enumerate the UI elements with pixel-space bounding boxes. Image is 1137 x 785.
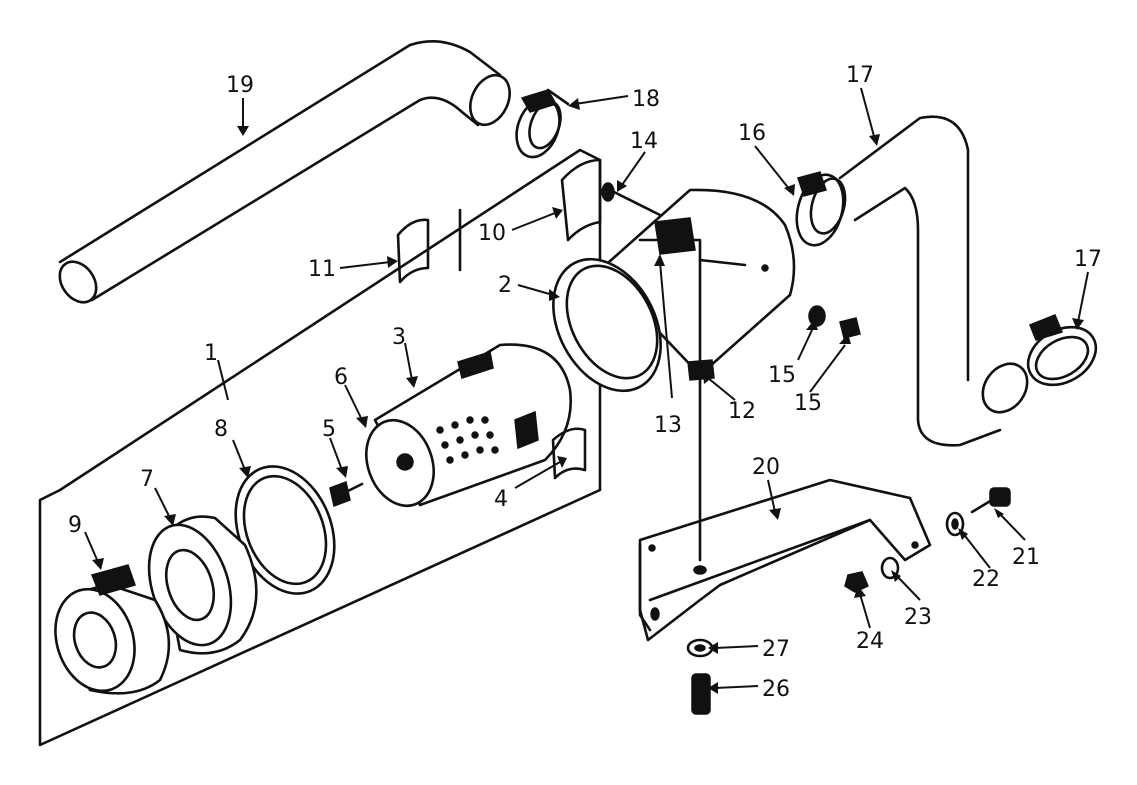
callout-18: 17 — [846, 63, 874, 88]
callout-1: 1 — [204, 341, 218, 366]
air-cleaner-body — [552, 188, 796, 393]
bracket-21 — [638, 373, 932, 642]
callout-23: 22 — [972, 567, 1000, 592]
callout-17-upper: 16 — [738, 121, 766, 146]
hose-clamp-19 — [515, 88, 570, 159]
callout-9: 9 — [68, 513, 82, 538]
callout-20: 19 — [226, 73, 254, 98]
callout-labels: 19 18 17 16 17 14 10 11 2 3 1 6 5 8 7 9 … — [68, 63, 1102, 702]
nut-25 — [844, 571, 869, 593]
callout-24: 23 — [904, 605, 932, 630]
decal-11 — [396, 218, 430, 284]
callout-7: 7 — [140, 467, 154, 492]
callout-5: 5 — [322, 417, 336, 442]
callout-3: 3 — [392, 325, 406, 350]
callout-17-right: 17 — [1074, 247, 1102, 272]
callout-4: 4 — [494, 487, 508, 512]
bolt-14 — [601, 182, 662, 217]
callout-11: 11 — [308, 257, 336, 282]
callout-13: 13 — [654, 413, 682, 438]
hose-clamp-17-right — [1026, 314, 1098, 387]
callout-26: 26 — [762, 677, 790, 702]
wing-nut-5 — [329, 480, 364, 508]
outlet-tube — [838, 115, 1029, 447]
callout-fifteen-text: 15 — [794, 391, 822, 416]
intake-tube — [58, 40, 511, 304]
cover-7 — [147, 515, 258, 655]
callout-8: 8 — [214, 417, 228, 442]
callout-16: 15 — [768, 363, 796, 388]
callout-19: 18 — [632, 87, 660, 112]
callout-2: 2 — [498, 273, 512, 298]
callout-25: 24 — [856, 629, 884, 654]
callout-14: 14 — [630, 129, 658, 154]
callout-27: 27 — [762, 637, 790, 662]
cap-9 — [54, 564, 171, 695]
hose-clamp-17-upper — [795, 171, 847, 247]
callout-12: 12 — [728, 399, 756, 424]
filter-element — [365, 343, 572, 508]
decal-4 — [551, 427, 587, 480]
callout-6: 6 — [334, 365, 348, 390]
bolt-22 — [970, 487, 1011, 514]
callout-22: 21 — [1012, 545, 1040, 570]
decal-10 — [560, 158, 602, 242]
callout-10: 10 — [478, 221, 506, 246]
clip-16-15 — [808, 305, 861, 339]
leader-lines — [84, 87, 1089, 694]
callout-21: 20 — [752, 455, 780, 480]
bolt-26 — [691, 673, 711, 715]
